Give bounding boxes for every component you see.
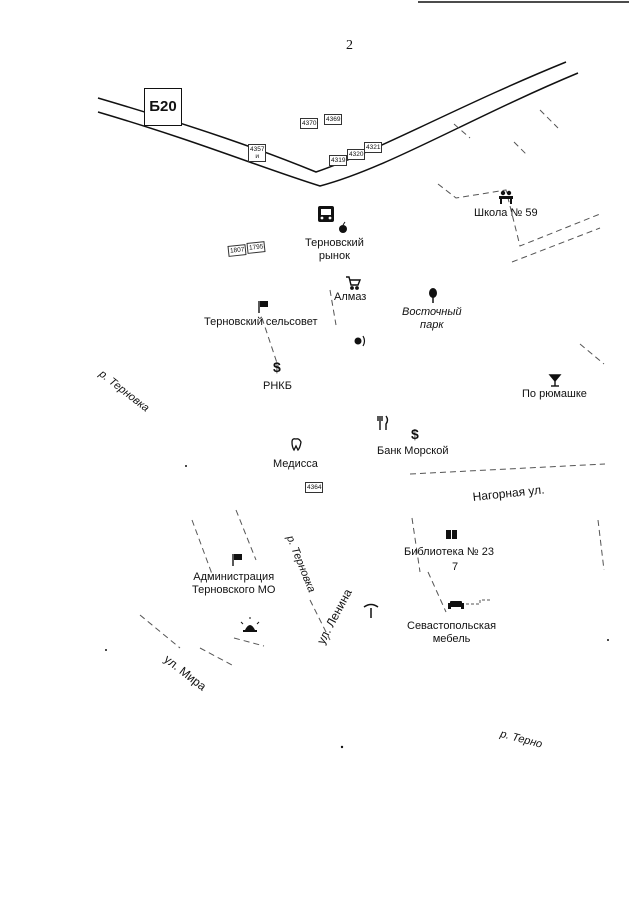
dollar-icon: $ [411,426,419,442]
sofa-icon [448,599,492,609]
shopping-cart-icon [346,276,362,290]
road-edge-upper [97,61,567,173]
poi-park-label: Восточный парк [402,306,462,331]
dollar-icon: $ [273,359,281,375]
poi-market-label: Терновский рынок [305,237,364,262]
road-edge-lower [97,72,579,187]
flag-icon [232,554,242,566]
house-number: 4364 [305,482,324,493]
marker-icon [354,335,366,347]
house-number: 4369 [324,114,343,125]
book-icon [446,530,457,539]
fork-knife-icon [377,415,389,430]
palm-icon [363,603,379,618]
poi-rnkb-label: РНКБ [263,380,292,392]
cocktail-icon [548,374,562,387]
house-number: 1807 [227,244,247,257]
school-icon [499,190,513,204]
poi-school-label: Школа № 59 [474,207,538,219]
poi-bank-morskoy-label: Банк Морской [377,445,449,457]
road-badge-b20: Б20 [144,88,182,126]
house-number: 1795 [246,241,266,254]
apple-icon [339,221,347,233]
poi-administration-label: Администрация Терновского МО [192,571,276,596]
poi-library-sub-label: 7 [452,561,459,573]
house-number: 4319 [329,155,348,166]
tooth-icon [291,438,302,452]
flag-icon [258,301,268,313]
poi-library-label: Библиотека № 23 [404,546,494,558]
house-number: 4320 [347,149,366,160]
police-light-icon [240,617,260,632]
tree-icon [429,288,437,303]
house-number: 4357 и [248,144,267,162]
page-number: 2 [346,38,353,53]
bus-stop-icon [318,206,334,222]
poi-furniture-label: Севастопольская мебель [407,620,497,645]
poi-almaz-label: Алмаз [334,291,367,303]
poi-medissa-label: Медисса [273,458,318,470]
poi-selsovet-label: Терновский сельсовет [204,316,318,328]
poi-ryumashke-label: По рюмашке [522,388,587,400]
house-number: 4321 [364,142,383,153]
house-number: 4370 [300,118,319,129]
